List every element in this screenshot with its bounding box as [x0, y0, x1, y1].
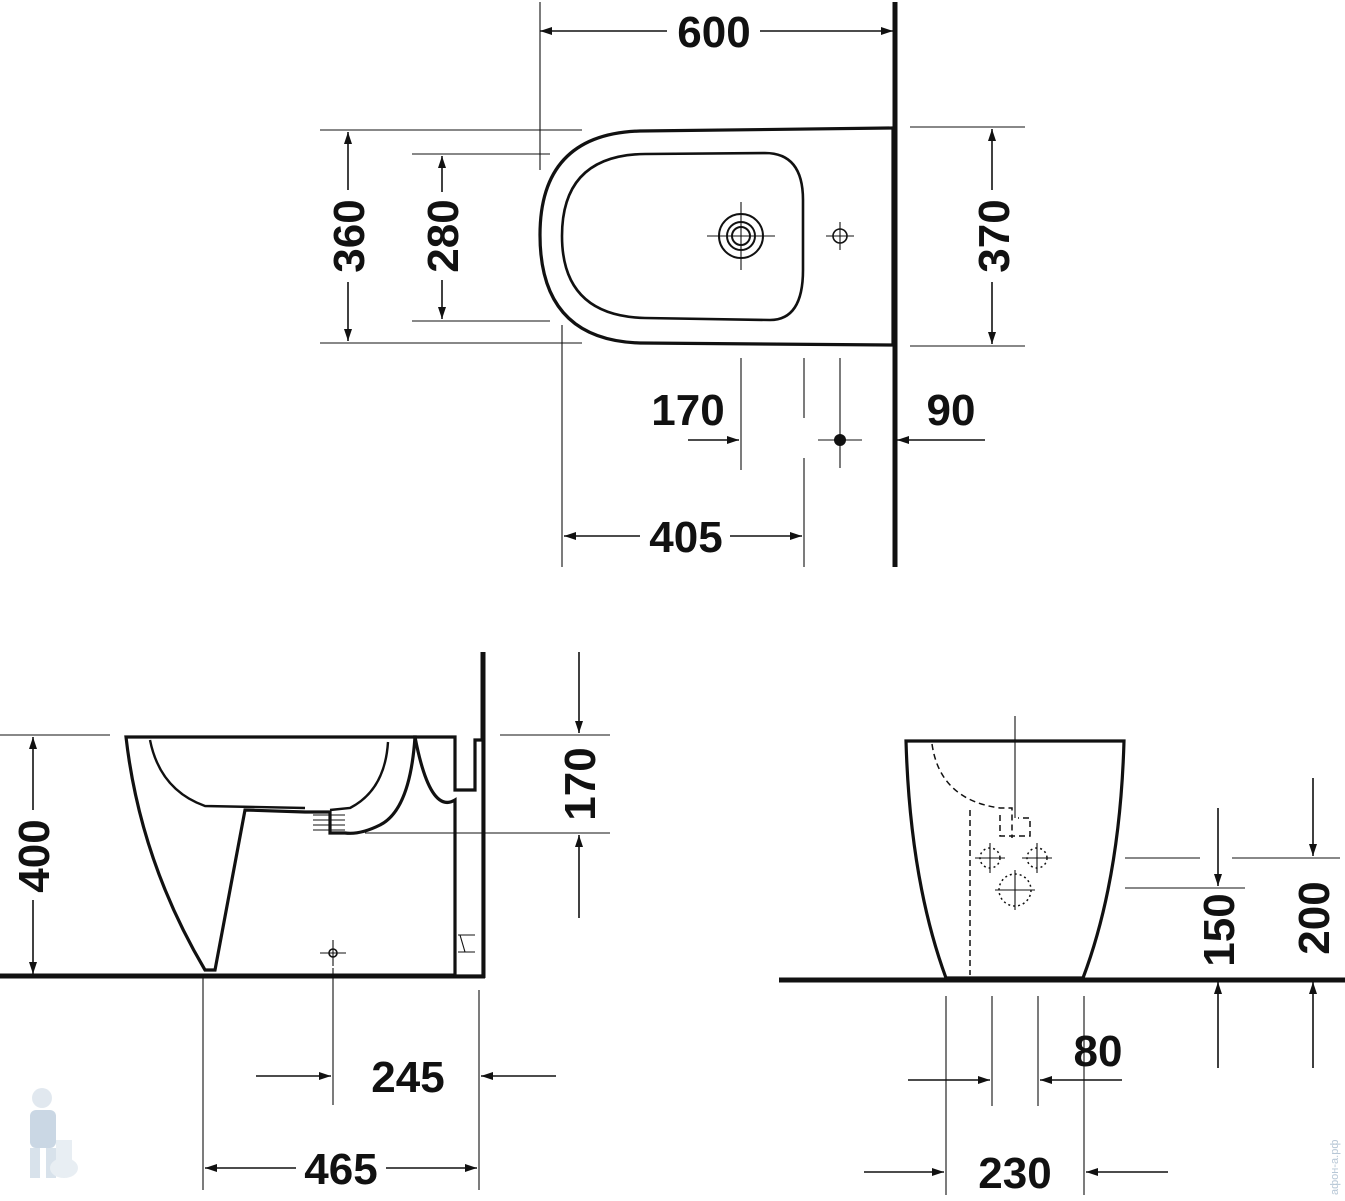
drain-connection-icon: [995, 870, 1035, 910]
dim-150: 150: [1195, 893, 1244, 966]
dim-280: 280: [419, 199, 468, 272]
dim-600: 600: [677, 8, 750, 57]
bidet-front-outline: [904, 739, 1126, 980]
dim-90: 90: [927, 386, 976, 435]
plumber-mascot-logo: [30, 1088, 78, 1178]
drain-icon: [707, 202, 775, 270]
supply-connection-left-icon: [975, 843, 1005, 873]
front-view: 150 200 80 230: [779, 716, 1345, 1198]
fixing-point-icon: [320, 940, 346, 966]
tap-hole-icon: [826, 222, 854, 250]
dim-170-side: 170: [556, 747, 605, 820]
side-view: 400 170 245 465: [0, 652, 610, 1194]
supply-point-icon: [818, 358, 862, 468]
dim-405: 405: [649, 513, 722, 562]
dim-230: 230: [978, 1149, 1051, 1198]
supply-connection-right-icon: [1022, 843, 1052, 873]
dim-200: 200: [1290, 881, 1339, 954]
dim-80: 80: [1074, 1027, 1123, 1076]
dim-465: 465: [304, 1145, 377, 1194]
top-view: 600 360 280 370 170 90 405: [320, 2, 1025, 567]
dim-170-top: 170: [651, 386, 724, 435]
watermark-text: афон-а.рф: [1329, 1140, 1341, 1195]
dim-370: 370: [970, 199, 1019, 272]
dim-360: 360: [325, 199, 374, 272]
dim-245: 245: [371, 1053, 444, 1102]
bidet-side-outline: [124, 735, 417, 972]
bidet-back-section: [413, 735, 485, 978]
dim-400: 400: [10, 819, 59, 892]
bowl-top-outline: [560, 151, 805, 322]
drain-outlet-icon: [313, 814, 345, 831]
